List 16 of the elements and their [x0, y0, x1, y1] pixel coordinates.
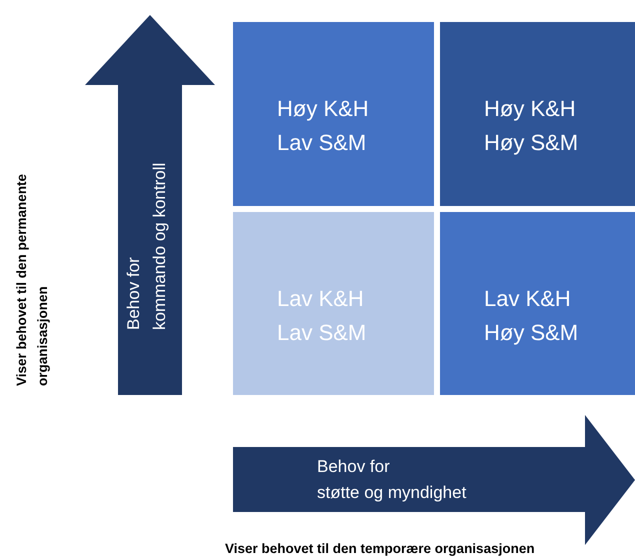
arrow-label: Behov for [123, 256, 144, 330]
quadrant-label: Høy K&H Lav S&M [277, 95, 370, 157]
quadrant-label: Lav K&H Lav S&M [277, 285, 368, 347]
arrow-label: støtte og myndighet [317, 482, 468, 504]
axis-caption: Viser behovet til den temporære organisasjonen [225, 540, 536, 558]
quadrant-box [440, 212, 635, 395]
quadrant-label: Lav K&H Høy S&M [484, 285, 580, 347]
axis-caption: Viser behovet til den permanente organisasjonen [13, 172, 51, 386]
up-arrow [85, 15, 215, 395]
right-arrow [233, 415, 635, 545]
quadrant-box [233, 212, 434, 395]
quadrant-box [233, 22, 434, 206]
quadrant-box [440, 22, 635, 206]
quadrant-label: Høy K&H Høy S&M [484, 95, 580, 157]
arrow-label: kommando og kontroll [149, 162, 170, 330]
arrow-label: Behov for [317, 456, 391, 478]
